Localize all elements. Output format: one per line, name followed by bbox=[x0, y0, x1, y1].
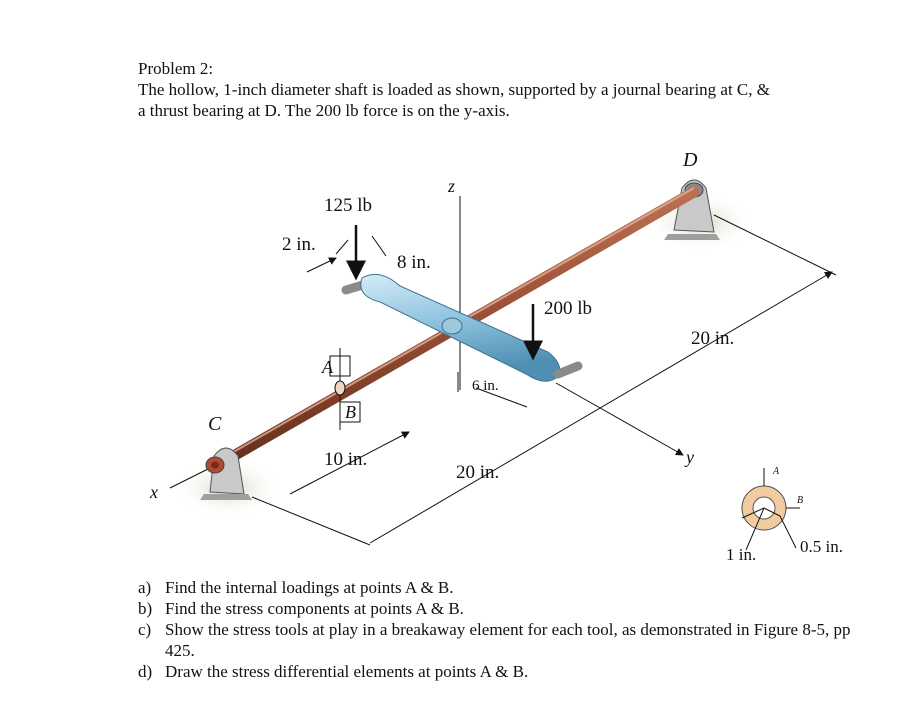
dimension-lines bbox=[251, 214, 837, 546]
question-letter: c) bbox=[138, 620, 152, 639]
question-list: a) Find the internal loadings at points … bbox=[138, 577, 858, 682]
label-1in: 1 in. bbox=[726, 545, 756, 564]
label-8in: 8 in. bbox=[397, 252, 431, 273]
section-label-b: B bbox=[797, 495, 803, 506]
label-z: z bbox=[447, 176, 455, 196]
label-a: A bbox=[321, 357, 334, 377]
label-200lb: 200 lb bbox=[544, 298, 592, 319]
question-d: d) Draw the stress differential elements… bbox=[138, 661, 858, 682]
label-b: B bbox=[345, 402, 356, 422]
label-y: y bbox=[684, 447, 694, 467]
label-20in-bottom: 20 in. bbox=[456, 462, 499, 483]
label-x: x bbox=[149, 482, 158, 502]
question-text: Show the stress tools at play in a break… bbox=[165, 620, 851, 660]
question-c: c) Show the stress tools at play in a br… bbox=[138, 619, 858, 661]
problem-statement-line-2: a thrust bearing at D. The 200 lb force … bbox=[138, 101, 510, 120]
label-125lb: 125 lb bbox=[324, 195, 372, 216]
question-letter: d) bbox=[138, 662, 153, 681]
question-a: a) Find the internal loadings at points … bbox=[138, 577, 858, 598]
question-b: b) Find the stress components at points … bbox=[138, 598, 858, 619]
question-letter: a) bbox=[138, 578, 152, 597]
label-20in-right: 20 in. bbox=[691, 328, 734, 349]
label-d: D bbox=[682, 149, 698, 171]
label-0-5in: 0.5 in. bbox=[800, 537, 843, 556]
section-label-a: A bbox=[772, 466, 780, 477]
y-axis-line bbox=[555, 382, 684, 456]
problem-statement-line-1: The hollow, 1-inch diameter shaft is loa… bbox=[138, 80, 770, 99]
problem-header: Problem 2: The hollow, 1-inch diameter s… bbox=[138, 58, 858, 121]
question-text: Draw the stress differential elements at… bbox=[165, 662, 529, 681]
question-text: Find the stress components at points A &… bbox=[165, 599, 464, 618]
journal-bearing-c bbox=[200, 447, 252, 500]
section-marker-ab bbox=[329, 348, 361, 430]
question-text: Find the internal loadings at points A &… bbox=[165, 578, 454, 597]
problem-title: Problem 2: bbox=[138, 59, 214, 78]
label-6in: 6 in. bbox=[472, 378, 499, 394]
label-10in: 10 in. bbox=[324, 449, 367, 470]
loaded-arm bbox=[341, 273, 583, 382]
label-c: C bbox=[208, 413, 222, 435]
label-2in: 2 in. bbox=[282, 234, 316, 255]
question-letter: b) bbox=[138, 599, 153, 618]
shaft-cross-section bbox=[741, 468, 800, 551]
